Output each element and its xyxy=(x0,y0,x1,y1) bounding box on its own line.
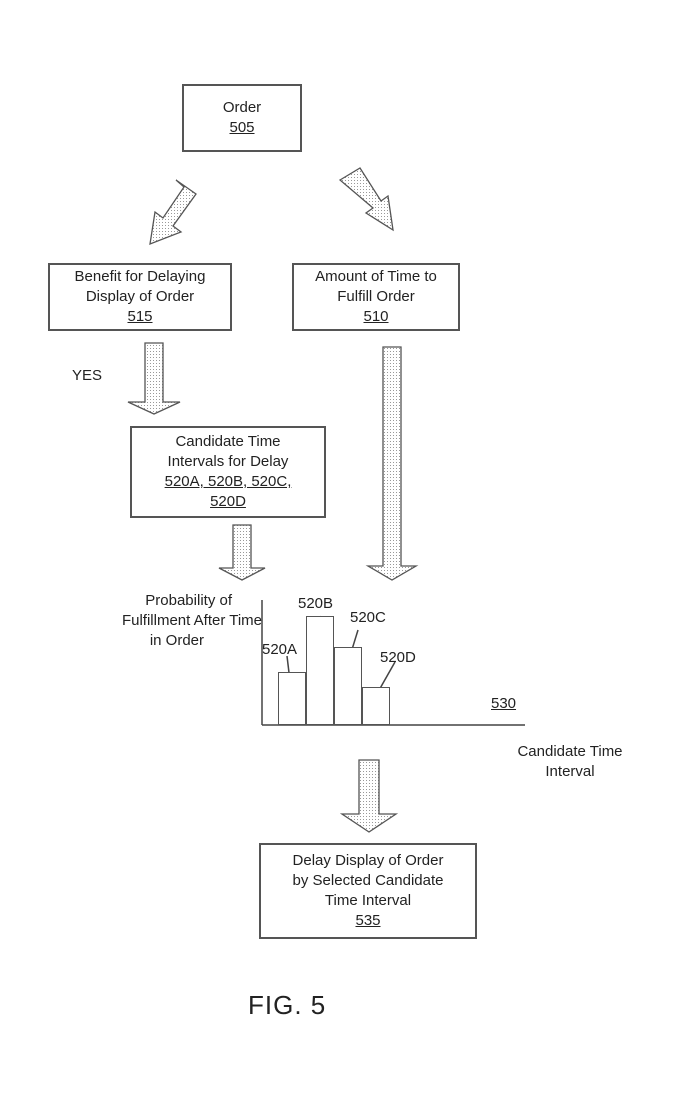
delay-ref: 535 xyxy=(355,911,380,931)
delay-display-box: Delay Display of Order by Selected Candi… xyxy=(259,843,477,939)
bar-label-520C: 520C xyxy=(350,608,386,628)
delay-line3: Time Interval xyxy=(325,891,411,911)
chart-ylabel-line2: Fulfillment After Time xyxy=(66,611,262,631)
benefit-line1: Benefit for Delaying xyxy=(75,267,206,287)
fulfill-time-box: Amount of Time to Fulfill Order 510 xyxy=(292,263,460,331)
bar-label-520B: 520B xyxy=(298,594,333,614)
candidate-line2: Intervals for Delay xyxy=(168,452,289,472)
benefit-ref: 515 xyxy=(127,307,152,327)
order-title: Order xyxy=(223,98,261,118)
candidate-line1: Candidate Time xyxy=(175,432,280,452)
arrow-chart-to-delay xyxy=(342,760,396,832)
arrow-candidate-to-chart xyxy=(219,525,265,580)
chart-ylabel: Probability of Fulfillment After Time in… xyxy=(66,591,262,651)
chart-ref: 530 xyxy=(491,694,516,714)
arrow-time-to-chart xyxy=(368,347,416,580)
candidate-line3: 520A, 520B, 520C, xyxy=(165,472,292,492)
benefit-box: Benefit for Delaying Display of Order 51… xyxy=(48,263,232,331)
candidate-ref: 520D xyxy=(210,492,246,512)
chart-ylabel-line3: in Order xyxy=(66,631,262,651)
yes-label: YES xyxy=(72,366,102,386)
fulfill-time-ref: 510 xyxy=(363,307,388,327)
chart-xlabel-line2: Interval xyxy=(500,762,640,782)
bar-520B xyxy=(306,616,334,725)
bar-520D xyxy=(362,687,390,725)
delay-line2: by Selected Candidate xyxy=(293,871,444,891)
bar-520A xyxy=(278,672,306,725)
arrow-order-to-benefit xyxy=(150,180,196,244)
fulfill-time-line2: Fulfill Order xyxy=(337,287,415,307)
bar-label-520D: 520D xyxy=(380,648,416,668)
bar-520C xyxy=(334,647,362,725)
arrow-order-to-time xyxy=(340,168,393,230)
chart-ylabel-line1: Probability of xyxy=(66,591,262,611)
arrow-benefit-to-candidate xyxy=(128,343,180,414)
figure-label: FIG. 5 xyxy=(248,990,326,1021)
chart-xlabel-line1: Candidate Time xyxy=(500,742,640,762)
order-ref: 505 xyxy=(229,118,254,138)
bar-label-520A: 520A xyxy=(262,640,297,660)
delay-line1: Delay Display of Order xyxy=(293,851,444,871)
fulfill-time-line1: Amount of Time to xyxy=(315,267,437,287)
benefit-line2: Display of Order xyxy=(86,287,194,307)
candidate-box: Candidate Time Intervals for Delay 520A,… xyxy=(130,426,326,518)
order-box: Order 505 xyxy=(182,84,302,152)
chart-xlabel: Candidate Time Interval xyxy=(500,742,640,782)
